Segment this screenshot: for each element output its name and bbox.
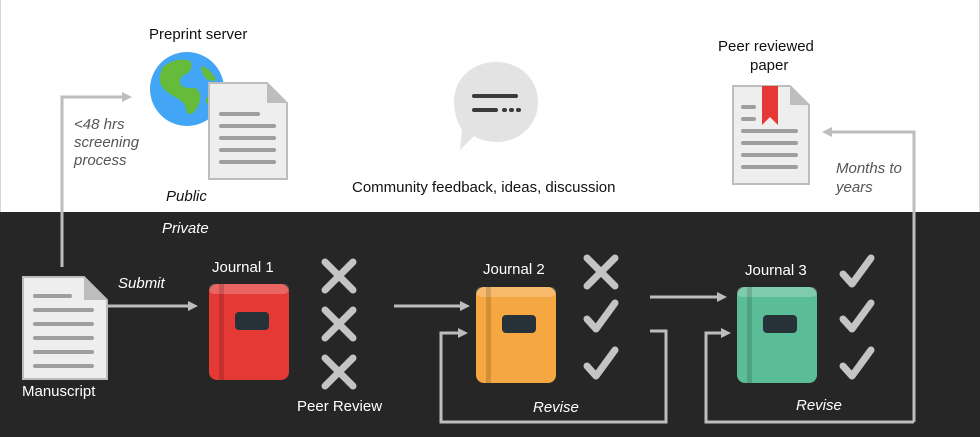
bookmark-icon [762, 86, 778, 125]
months-line-2: years [836, 179, 873, 196]
journal1-label: Journal 1 [212, 259, 274, 276]
revise2-loop-arrow [439, 328, 668, 424]
document-icon [208, 82, 288, 180]
revise3-loop-arrow [704, 328, 914, 424]
document-icon [732, 85, 810, 185]
submit-label: Submit [118, 275, 165, 292]
peer-reviewed-line-1: Peer reviewed [718, 38, 814, 55]
cross-icon [321, 258, 357, 294]
manuscript-label: Manuscript [22, 383, 96, 400]
screening-line-3: process [74, 152, 127, 169]
document-icon [22, 276, 108, 380]
check-icon [839, 346, 875, 380]
book-icon [209, 284, 289, 380]
cross-icon [583, 254, 619, 290]
chat-bubble-icon [454, 62, 538, 150]
community-feedback-label: Community feedback, ideas, discussion [352, 179, 616, 196]
screening-line-1: <48 hrs [74, 116, 125, 133]
preprint-server-label: Preprint server [149, 26, 248, 43]
check-icon [839, 254, 875, 288]
book-icon [476, 287, 556, 383]
public-label: Public [166, 188, 207, 205]
cross-icon [321, 354, 357, 390]
private-label: Private [162, 220, 209, 237]
peer-reviewed-line-2: paper [750, 57, 789, 74]
journal3-label: Journal 3 [745, 262, 807, 279]
globe-icon [150, 52, 224, 126]
peer-review-label: Peer Review [297, 398, 383, 415]
check-icon [839, 299, 875, 333]
cross-icon [321, 306, 357, 342]
journal2-label: Journal 2 [483, 261, 545, 278]
book-icon [737, 287, 817, 383]
months-line-1: Months to [836, 160, 902, 177]
screening-arrow [60, 92, 132, 267]
revise-label-journal2: Revise [533, 399, 579, 416]
publish-arrow [822, 127, 916, 422]
check-icon [583, 346, 619, 380]
revise-label-journal3: Revise [796, 397, 842, 414]
screening-line-2: screening [74, 134, 140, 151]
check-icon [583, 299, 619, 333]
